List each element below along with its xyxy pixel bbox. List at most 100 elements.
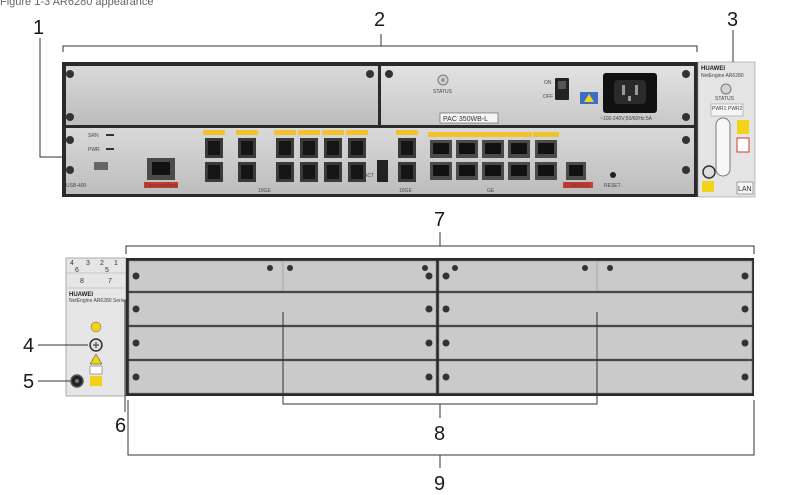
port-label-tag [322,130,344,135]
mgmt-label: Ethernet/Mgmt [145,183,178,189]
port-label-tag [506,132,532,137]
ge-port-socket [485,143,501,154]
card-screw [132,339,140,347]
ge-label: GE [487,188,495,194]
callout-9: 9 [434,473,445,495]
callout-2: 2 [374,9,385,31]
callout-9-bracket [127,400,755,456]
slot-number-7: 7 [108,278,112,285]
ge-port-socket [538,143,554,154]
sfp-port-cage [327,141,339,155]
right-esd-sticker [702,181,714,192]
port-label-tag [480,132,506,137]
front-callouts: 1 2 3 [33,9,738,158]
card-screw [422,265,428,271]
usb-port[interactable] [377,160,388,182]
ge-port-socket [433,165,449,176]
slot-number-8: 8 [80,278,84,285]
right-status-label: STATUS [715,96,735,102]
sfp-port-cage [351,165,363,179]
pwr-id-label-1: PWR1 [712,106,727,112]
power-rating-label: ~100-240V;50/60Hz;5A [600,116,653,122]
port-label-tag [274,130,296,135]
slot-number-2: 2 [100,260,104,267]
right-ground-screw [702,165,716,179]
sfp-port-cage [208,141,220,155]
sfp-port-cage [241,141,253,155]
rear-warning-sticker [89,353,103,365]
right-handle[interactable] [715,117,731,177]
lan-label: LAN [738,186,752,193]
callout-1: 1 [33,17,44,39]
card-screw [741,339,749,347]
slot-number-5: 5 [105,267,109,274]
port-label-tag [428,132,454,137]
figure-caption: Figure 1-3 AR6280 appearance [0,0,154,8]
sfp-port-cage [351,141,363,155]
card-screw [425,373,433,381]
card-screw [442,339,450,347]
act-label: ACT [364,173,374,179]
ge-port-socket [485,165,501,176]
card-screw [741,305,749,313]
tenge-label-left: 10GE [258,188,271,194]
port-label-tag [298,130,320,135]
card-screw [442,373,450,381]
pwr-id-label-2: PWR2 [728,106,743,112]
callout-6: 6 [115,415,126,437]
port-label-tag [236,130,258,135]
port-label-tag [346,130,368,135]
rear-brand: HUAWEI [69,292,93,298]
slot-number-3: 3 [86,260,90,267]
rear-slot-card [438,260,753,292]
sfp-port-cage [327,165,339,179]
ge-port-socket [538,165,554,176]
mgmt-label-box [144,182,178,188]
rear-slot-card [438,292,753,326]
card-screw [425,305,433,313]
callout-5: 5 [23,371,34,393]
card-screw [582,265,588,271]
callout-7: 7 [434,209,445,231]
right-panel-brand: HUAWEI [701,66,725,72]
port-label-tag [396,130,418,135]
port-label-tag [203,130,225,135]
sfp-port-group [203,130,418,182]
port-label-tag [533,132,559,137]
ge-port-group [428,132,559,180]
callout-7-bracket [125,245,755,254]
ge-port-socket [459,165,475,176]
console-label: CONSOLE [565,183,590,189]
sfp-port-cage [208,165,220,179]
card-screw [132,305,140,313]
rear-model: NetEngine AR6280 Series [69,298,128,304]
tenge-label-right: 10GE [399,188,412,194]
rear-slot-card [128,260,437,292]
srn-indicator-label: SRN [88,133,99,139]
card-screw [267,265,273,271]
reset-label: RESET [604,183,621,189]
pwr-indicator-label: PWR [88,147,100,153]
rear-slot-card [438,360,753,394]
rear-view: 4 3 2 1 6 5 8 7 HUAWEI NetEngine AR6280 … [65,257,754,397]
ge-port-socket [459,143,475,154]
callout-4: 4 [23,335,34,357]
sfp-port-cage [303,141,315,155]
card-screw [741,272,749,280]
callout-2-bracket [62,45,698,52]
slot-number-4: 4 [70,260,74,267]
rear-slot-card [438,326,753,360]
rear-slot-cards [128,260,753,394]
reset-button[interactable] [610,172,616,178]
rear-esd-label [90,321,102,333]
sfp-port-cage [401,141,413,155]
card-screw [741,373,749,381]
card-screw [452,265,458,271]
ge-port-socket [511,143,527,154]
front-view: PAC 350WB-L STATUS ON OFF ~100-240V;50/6… [62,61,756,198]
upper-filler-panel [66,66,378,125]
card-screw [425,339,433,347]
sfp-port-cage [401,165,413,179]
slot-number-1: 1 [114,260,118,267]
